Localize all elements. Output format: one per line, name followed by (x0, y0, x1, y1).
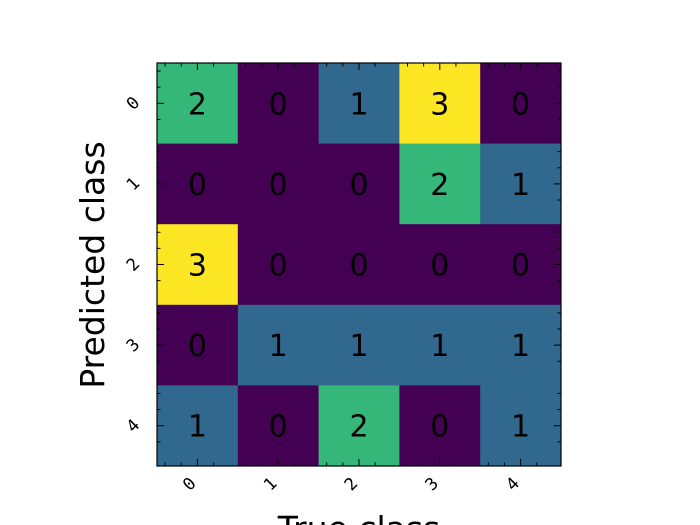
cell-value-label: 1 (511, 329, 530, 364)
cell-value-label: 0 (430, 410, 449, 445)
cell-value-label: 1 (430, 329, 449, 364)
heatmap-cell (399, 224, 481, 306)
cell-value-label: 0 (269, 249, 288, 284)
heatmap-cell (237, 143, 320, 225)
heatmap-cell (318, 224, 400, 306)
cell-value-label: 2 (430, 168, 449, 203)
x-tick-label: 1 (260, 474, 281, 495)
heatmap-cell (399, 385, 481, 467)
cell-value-label: 0 (349, 168, 368, 203)
heatmap-cell-labels: 2 0 1 3 0 0 0 0 2 1 3 0 0 0 0 0 1 1 1 1 1 0 2 0 1 (188, 87, 530, 444)
cell-value-label: 1 (349, 329, 368, 364)
y-tick-label: 1 (123, 174, 144, 195)
cell-value-label: 0 (269, 410, 288, 445)
heatmap-cell (237, 224, 320, 306)
y-tick-label: 3 (123, 335, 144, 356)
heatmap-cell (318, 304, 400, 386)
cell-value-label: 1 (349, 87, 368, 122)
cell-value-label: 1 (269, 329, 288, 364)
heatmap-cell (480, 385, 562, 467)
heatmap-cell (318, 63, 400, 145)
cell-value-label: 0 (188, 168, 207, 203)
y-axis-label: Predicted class (73, 141, 112, 388)
heatmap-cell (480, 63, 562, 145)
cell-value-label: 0 (430, 249, 449, 284)
heatmap-cell (157, 143, 239, 225)
heatmap-cell (237, 63, 320, 145)
y-tick-label: 0 (123, 93, 144, 114)
axis-ticks (157, 63, 561, 466)
y-tick-label: 4 (123, 415, 144, 436)
cell-value-label: 1 (511, 168, 530, 203)
heatmap-cell (157, 304, 239, 386)
heatmap-cells (157, 63, 562, 467)
cell-value-label: 1 (511, 410, 530, 445)
cell-value-label: 0 (188, 329, 207, 364)
heatmap-cell (399, 63, 481, 145)
cell-value-label: 0 (269, 87, 288, 122)
x-tick-label: 4 (502, 474, 523, 495)
cell-value-label: 2 (349, 410, 368, 445)
cell-value-label: 1 (188, 410, 207, 445)
cell-value-label: 0 (269, 168, 288, 203)
y-tick-label: 2 (123, 254, 144, 275)
x-tick-label: 0 (179, 474, 200, 495)
cell-value-label: 0 (511, 249, 530, 284)
cell-value-label: 0 (349, 249, 368, 284)
x-tick-labels: 0 1 2 3 4 (179, 474, 524, 495)
cell-value-label: 3 (188, 249, 207, 284)
cell-value-label: 0 (511, 87, 530, 122)
cell-value-label: 2 (188, 87, 207, 122)
heatmap-cell (318, 143, 400, 225)
heatmap-cell (399, 143, 481, 225)
x-tick-label: 3 (422, 474, 443, 495)
x-tick-label: 2 (341, 474, 362, 495)
x-axis-label: True class (277, 509, 441, 525)
heatmap-cell (399, 304, 481, 386)
heatmap-cell (157, 385, 239, 467)
heatmap-cell (480, 143, 562, 225)
heatmap-cell (157, 224, 239, 306)
heatmap-cell (237, 385, 320, 467)
heatmap-cell (157, 63, 239, 145)
y-tick-labels: 0 1 2 3 4 (123, 93, 144, 437)
heatmap-cell (480, 224, 562, 306)
cell-value-label: 3 (430, 87, 449, 122)
heatmap-cell (480, 304, 562, 386)
heatmap-cell (318, 385, 400, 467)
heatmap-cell (237, 304, 320, 386)
